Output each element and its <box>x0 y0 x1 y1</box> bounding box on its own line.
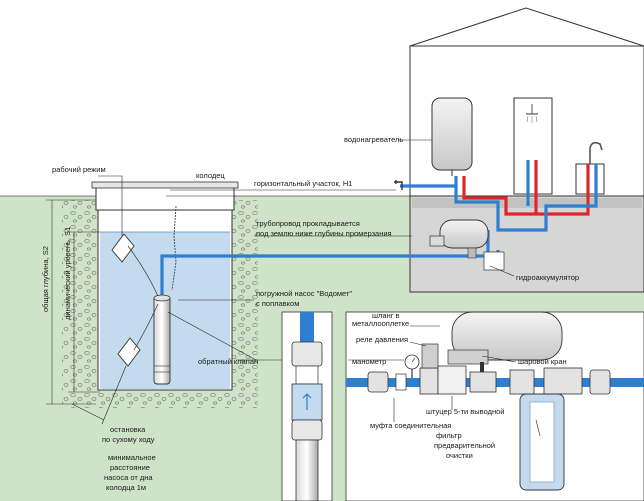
label-min-dist-4: колодца 1м <box>106 483 146 492</box>
label-dynamic-level: динамический уровень, S1 <box>63 227 72 320</box>
label-coupling: муфта соединительная <box>370 421 451 430</box>
submersible-pump <box>153 294 171 385</box>
depth-dimensions <box>46 199 100 405</box>
pump-rope <box>171 205 177 291</box>
label-accumulator: гидроаккумулятор <box>516 273 579 282</box>
label-dry-run-1: остановка <box>110 425 146 434</box>
hydro-accumulator-detail <box>447 311 563 365</box>
label-pipeline-1: трубопровод прокладывается <box>256 219 360 228</box>
shower <box>513 97 553 195</box>
float-working <box>111 233 159 297</box>
label-min-dist-1: минимальное <box>108 453 156 462</box>
label-water-heater: водонагреватель <box>344 135 403 144</box>
label-hose-2: металлооплетке <box>352 319 409 328</box>
label-check-valve: обратный клапан <box>198 357 258 366</box>
pipe-fittings <box>367 343 611 395</box>
label-horizontal-section: горизонтальный участок, H1 <box>254 179 353 188</box>
label-dry-run-2: по сухому ходу <box>102 435 155 444</box>
label-pump-1: погружной насос "Водомет" <box>256 289 352 298</box>
pump-detail <box>291 312 323 501</box>
label-working-mode: рабочий режим <box>52 165 106 174</box>
label-filter-1: фильтр <box>436 431 462 440</box>
label-ball-valve: шаровой кран <box>518 357 567 366</box>
label-hose-1: шланг в <box>372 311 400 320</box>
float-dry-run <box>117 303 159 367</box>
outdoor-tap <box>394 180 403 190</box>
label-well: колодец <box>196 171 225 180</box>
hydro-accumulator-upper <box>429 219 505 271</box>
leader-lines <box>71 139 541 437</box>
prefilter <box>519 367 583 491</box>
label-total-depth: общая глубина, S2 <box>41 246 50 312</box>
sink <box>575 141 605 195</box>
label-filter-2: предварительной <box>434 441 495 450</box>
label-pump-2: с поплавком <box>256 299 299 308</box>
label-pipeline-2: под землю ниже глубины промерзания <box>256 229 392 238</box>
label-min-dist-2: расстояние <box>110 463 150 472</box>
label-pressure-relay: реле давления <box>356 335 408 344</box>
label-manometer: манометр <box>352 357 386 366</box>
water-heater <box>431 97 473 176</box>
label-filter-3: очистки <box>446 451 473 460</box>
label-min-dist-3: насоса от дна <box>104 473 153 482</box>
label-fitting: штуцер 5-ти выводной <box>426 407 504 416</box>
